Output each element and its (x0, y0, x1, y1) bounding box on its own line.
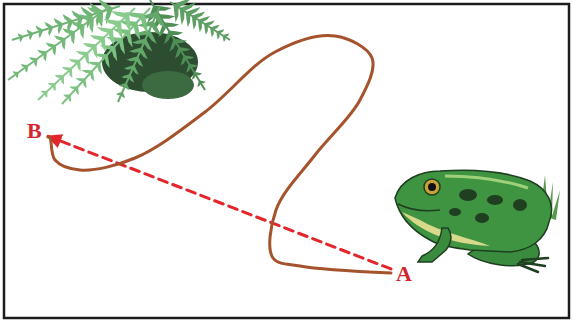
fern-leaflet (13, 71, 19, 74)
fern-leaflet (121, 74, 130, 78)
fern-leaflet (69, 86, 78, 89)
fern-leaflet (41, 91, 48, 94)
travel-path (48, 36, 391, 273)
fern-leaflet (76, 51, 89, 56)
fern-leaflet (63, 14, 74, 22)
frog-spot (487, 195, 503, 205)
fern-leaflet (83, 43, 97, 48)
fern-leaflet (180, 8, 185, 25)
fern-leaflet (175, 47, 181, 58)
fern-leaflet (36, 26, 44, 32)
fern-leaflet (127, 56, 139, 61)
fern-leaflet (48, 83, 56, 86)
frog-spot (513, 199, 527, 211)
point-letter: B (27, 119, 42, 143)
frog-pupil (428, 183, 436, 191)
fern-leaflet (198, 20, 202, 33)
fern-leaflet (159, 14, 176, 19)
fern-plant (8, 0, 230, 104)
fern-leaflet (79, 14, 94, 21)
displacement-arrow (48, 136, 391, 269)
fern-leaflet (87, 7, 103, 15)
fern-leaflet (124, 65, 134, 70)
fern-leaflet (119, 83, 127, 87)
fern-leaflet (18, 33, 24, 37)
fern-leaflet (210, 28, 214, 38)
fern-stem (62, 8, 150, 104)
fern-stem (150, 0, 205, 90)
frog-stripe (445, 176, 528, 188)
fern-leaflet (111, 11, 129, 18)
fern-leaflet (69, 59, 80, 63)
fern-leaflet (27, 30, 34, 35)
frame (4, 4, 569, 318)
fern-leaflet (116, 92, 122, 96)
fern-leaflet (82, 70, 93, 74)
fern-leaflet (106, 37, 123, 42)
fern-leaflet (216, 31, 219, 39)
frog-spot (459, 189, 477, 201)
fern-leaflet (223, 35, 226, 42)
fern-leaflet (97, 27, 113, 33)
fern-leaflet (186, 64, 191, 73)
frog-mouth (398, 204, 440, 211)
frog-eye (424, 179, 440, 195)
frog (395, 170, 552, 272)
fern-leaflet (192, 16, 196, 30)
fern-stem (8, 6, 110, 80)
fern-stem (38, 8, 135, 100)
fern-leaflet (147, 30, 156, 44)
fern-leaflet (204, 24, 208, 35)
fern-leaflet (29, 57, 37, 61)
fern-leaflet (62, 67, 72, 71)
fern-leaflet (197, 80, 201, 87)
fern-leaflet (46, 43, 57, 48)
fern-leaflet (129, 47, 142, 52)
fern-shadow (142, 71, 194, 99)
fern-leaflet (151, 21, 161, 36)
fern-leaflet (132, 39, 146, 45)
frog-toes (518, 258, 548, 272)
fern-leaflet (164, 31, 172, 45)
fern-leaflet (71, 21, 85, 28)
fern-leaflet (173, 4, 178, 22)
fern-leaflet (90, 35, 105, 41)
fern-leaflet (104, 19, 121, 25)
fern-leaflet (144, 39, 153, 52)
fern-leaflet (45, 22, 54, 29)
fern-leaflet (55, 75, 64, 79)
fern-leaflet (54, 18, 64, 25)
fern-leaflet (192, 72, 196, 80)
frog-spot (449, 208, 461, 216)
fern-leaflet (48, 27, 53, 36)
fern-leaflet (88, 62, 101, 66)
fern-leaflet (63, 95, 70, 98)
fern-leaflet (21, 64, 28, 68)
fern-leaflet (186, 12, 191, 27)
fern-leaflet (170, 39, 177, 52)
point-label: A (393, 261, 415, 287)
fern-leaflet (54, 36, 66, 42)
fern-leaflet (62, 28, 75, 34)
fern-leaflet (37, 50, 47, 55)
fern-leaflet (39, 30, 44, 38)
point-letter: A (396, 262, 412, 286)
fern-leaflet (153, 6, 171, 11)
frog-front-leg (418, 228, 451, 262)
fern-leaflet (181, 55, 187, 65)
frog-spot (475, 213, 489, 223)
frog-body (395, 170, 552, 252)
fern-leaflet (58, 24, 64, 35)
fern-leaflet (155, 12, 166, 29)
point-label: B (24, 118, 45, 144)
fern-leaflet (75, 78, 85, 81)
